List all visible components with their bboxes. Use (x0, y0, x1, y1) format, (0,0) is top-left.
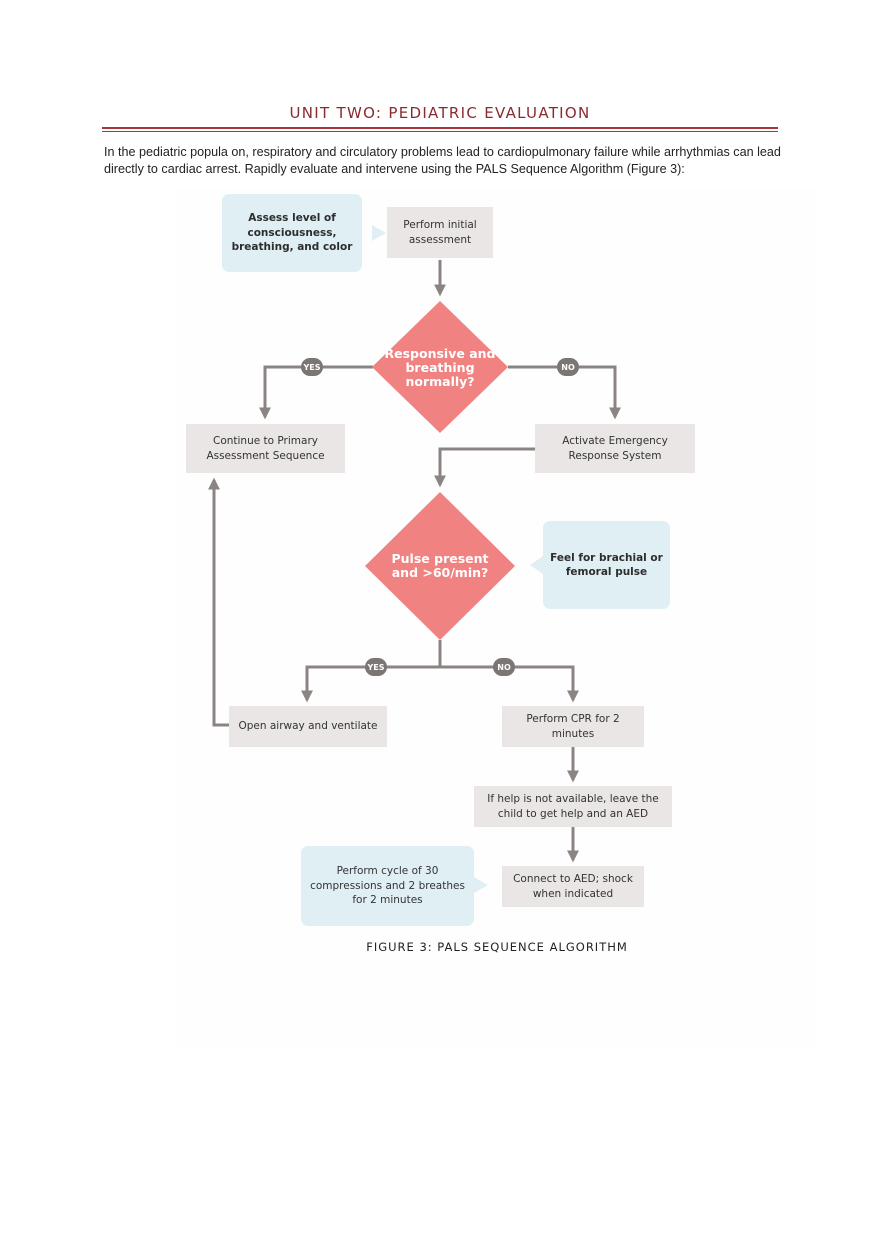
intro-paragraph: In the pediatric popula on, respiratory … (104, 145, 781, 176)
figure-background (176, 188, 818, 1046)
decision-diamond-responsive (372, 301, 508, 433)
process-activate-ems: Activate Emergency Response System (535, 424, 695, 473)
connector-airway-loop (208, 477, 229, 727)
decision-diamond-pulse (365, 492, 515, 640)
page-header: UNIT TWO: PEDIATRIC EVALUATION (289, 104, 591, 122)
note-compression-cycle: Perform cycle of 30 compressions and 2 b… (301, 846, 474, 926)
callout-pointer-cycle (474, 877, 488, 893)
process-help-unavailable: If help is not available, leave the chil… (474, 786, 672, 827)
process-open-airway: Open airway and ventilate (229, 706, 387, 747)
callout-pointer-pulse (530, 556, 543, 574)
badge-yes-responsive: YES (301, 358, 323, 376)
connector-decision1-yes (259, 365, 373, 420)
decision-label-pulse: Pulse present and >60/min? (391, 551, 489, 580)
badge-no-pulse: NO (493, 658, 515, 676)
process-initial-assessment: Perform initial assessment (387, 207, 493, 258)
decision-label-responsive: Responsive and breathing normally? (384, 346, 496, 389)
badge-no-responsive: NO (557, 358, 579, 376)
callout-pointer-assess (372, 225, 386, 241)
connector-decision2-no (440, 665, 579, 703)
note-feel-pulse: Feel for brachial or femoral pulse (543, 521, 670, 609)
header-rule-thick (102, 127, 778, 129)
process-perform-cpr: Perform CPR for 2 minutes (502, 706, 644, 747)
note-assess-consciousness: Assess level of consciousness, breathing… (222, 194, 362, 272)
connector-decision2-yes (301, 665, 440, 703)
badge-yes-pulse: YES (365, 658, 387, 676)
connector-ems-to-decision2 (434, 447, 535, 488)
connector-decision1-no (508, 365, 621, 420)
process-connect-aed: Connect to AED; shock when indicated (502, 866, 644, 907)
process-primary-assessment: Continue to Primary Assessment Sequence (186, 424, 345, 473)
header-rule-thin (102, 131, 778, 132)
figure-caption: FIGURE 3: PALS SEQUENCE ALGORITHM (366, 940, 628, 954)
